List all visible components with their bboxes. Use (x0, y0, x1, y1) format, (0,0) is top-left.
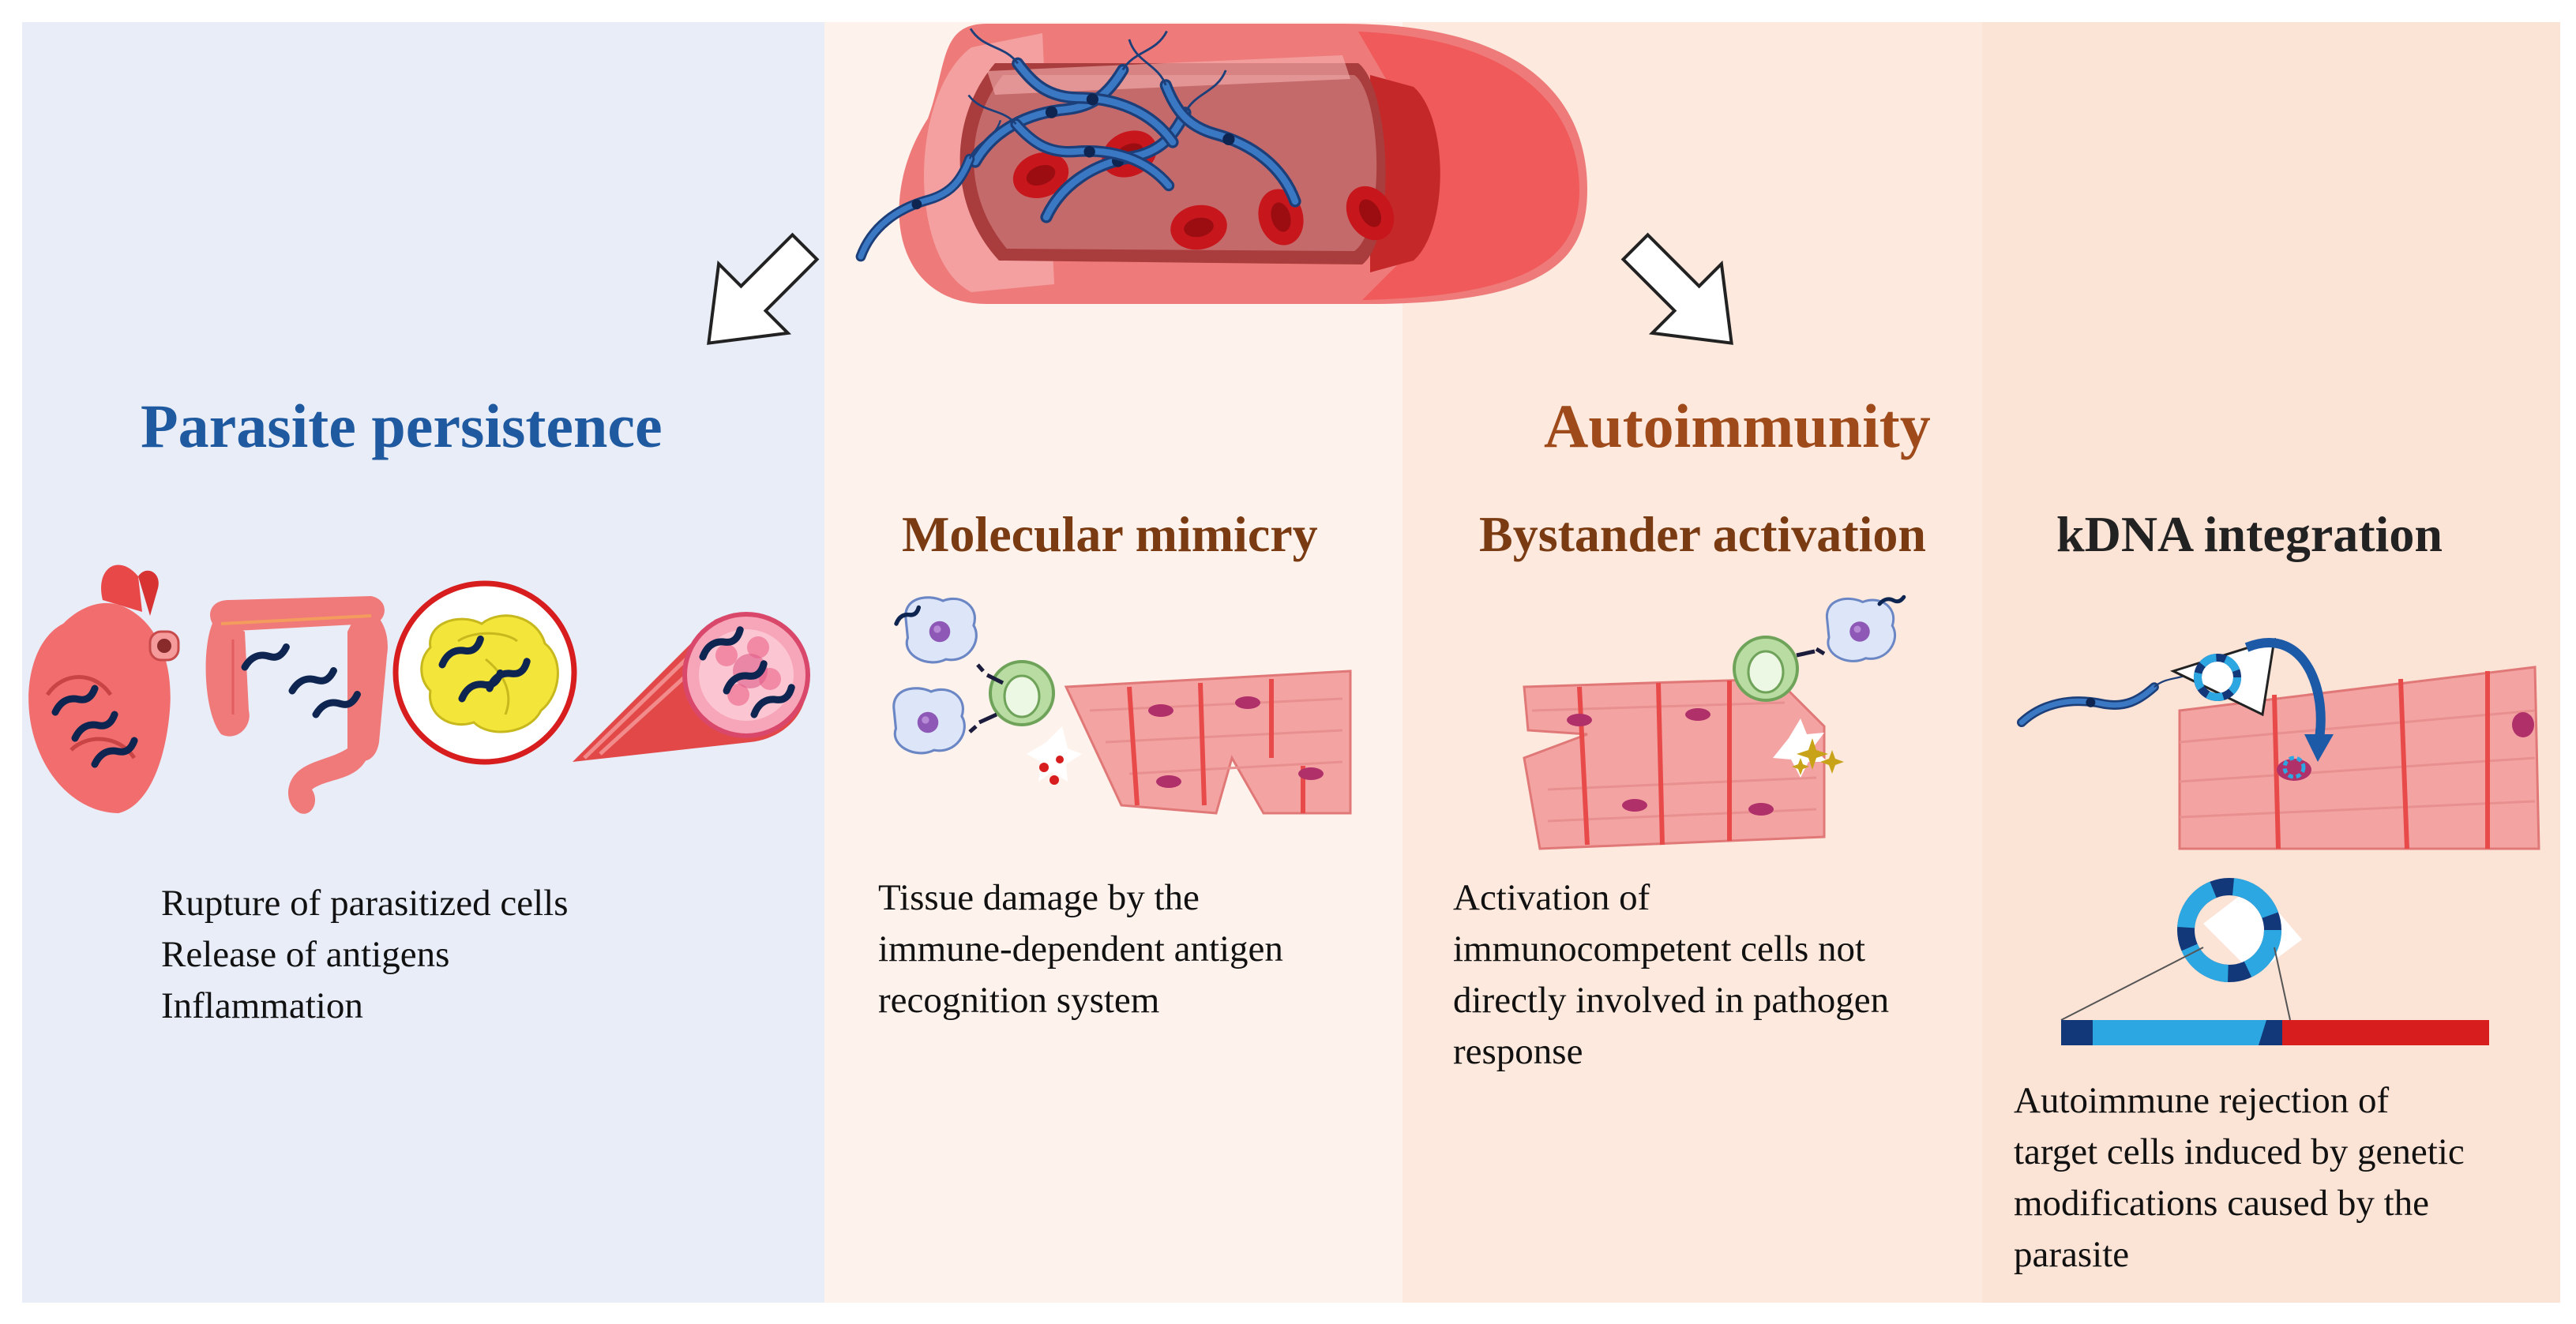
macrophage-icon (1825, 597, 1897, 662)
antibody-marks (968, 663, 1082, 785)
lymphocyte-icon (1733, 636, 1799, 702)
subheading-kdna-integration: kDNA integration (2056, 506, 2443, 562)
description-line: immunocompetent cells not (1453, 928, 1866, 970)
sparkle-icon (1773, 718, 1844, 778)
description-line: parasite (2014, 1234, 2130, 1275)
description-line: modifications caused by the (2014, 1183, 2429, 1224)
macrophage-icon (892, 596, 978, 755)
cardiac-tissue-icon (1064, 670, 1352, 815)
trypanosome-icon (2018, 668, 2201, 722)
description-line: Autoimmune rejection of (2014, 1080, 2390, 1121)
description-line: response (1453, 1031, 1583, 1072)
description-line: target cells induced by genetic (2014, 1131, 2465, 1172)
description-molecular-mimicry: Tissue damage by the immune-dependent an… (878, 872, 1283, 1026)
blood-vessel-icon (899, 24, 1587, 304)
effect-line: Rupture of parasitized cells (161, 883, 569, 924)
description-line: Activation of (1453, 877, 1650, 918)
description-line: directly involved in pathogen (1453, 980, 1890, 1021)
muscle-fiber-icon (573, 612, 810, 762)
description-line: immune-dependent antigen (878, 928, 1283, 970)
description-bystander-activation: Activation of immunocompetent cells not … (1453, 872, 1889, 1078)
effect-line: Inflammation (161, 985, 363, 1026)
dna-strand-icon (2060, 878, 2489, 1045)
subheading-molecular-mimicry: Molecular mimicry (902, 506, 1318, 562)
kdna-plasmid-icon (2169, 637, 2334, 779)
heading-autoimmunity: Autoimmunity (1544, 392, 1931, 460)
trypanosome-icon (242, 646, 359, 716)
description-line: Tissue damage by the (878, 877, 1200, 918)
cardiac-tissue-icon (1523, 677, 1826, 850)
colon-icon (205, 596, 388, 814)
lymphocyte-icon (989, 660, 1055, 726)
infected-cells-icon (392, 580, 577, 765)
heading-parasite-persistence: Parasite persistence (141, 392, 663, 460)
cardiac-tissue-icon (2178, 666, 2540, 850)
heart-icon (28, 564, 180, 813)
trypanosome-icon (1879, 596, 1904, 605)
persistence-effects: Rupture of parasitized cells Release of … (161, 878, 569, 1032)
subheading-bystander-activation: Bystander activation (1479, 506, 1926, 562)
description-kdna-integration: Autoimmune rejection of target cells ind… (2014, 1075, 2465, 1281)
description-line: recognition system (878, 980, 1160, 1021)
effect-line: Release of antigens (161, 934, 450, 975)
